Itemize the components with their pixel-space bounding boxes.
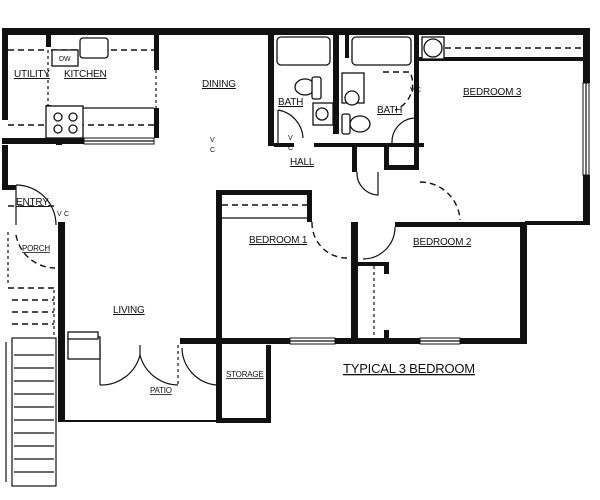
svg-text:C: C — [416, 87, 421, 94]
svg-text:C: C — [288, 145, 293, 152]
room-label-bedroom-3: BEDROOM 3 — [463, 87, 522, 98]
room-label-utility: UTILITY — [14, 69, 50, 80]
room-label-bedroom-2: BEDROOM 2 — [413, 237, 472, 248]
door-swing — [356, 171, 379, 196]
room-label-dining: DINING — [202, 79, 236, 90]
door-swing — [419, 181, 461, 221]
sink-icon — [79, 37, 109, 59]
storage-door-swing — [181, 347, 217, 386]
room-labels: UTILITY KITCHEN DINING BATH BATH BEDROOM… — [14, 69, 522, 395]
svg-text:V: V — [288, 135, 293, 142]
room-label-entry: ENTRY — [16, 197, 49, 208]
room-label-bath-1: BATH — [278, 97, 303, 108]
plan-title: TYPICAL 3 BEDROOM — [343, 361, 475, 376]
range-icon — [45, 105, 84, 139]
toilet-icon — [349, 115, 371, 133]
door-swing — [311, 221, 348, 259]
vc-marks: V C V C V C V C — [57, 87, 421, 218]
stairs — [5, 290, 101, 487]
svg-text:C: C — [64, 211, 69, 218]
room-label-porch: PORCH — [22, 244, 50, 253]
room-label-storage: STORAGE — [226, 370, 264, 379]
patio-door-swing — [99, 354, 141, 386]
svg-text:V: V — [210, 137, 215, 144]
room-label-patio: PATIO — [150, 386, 172, 395]
walls — [2, 28, 590, 423]
room-label-kitchen: KITCHEN — [64, 69, 107, 80]
bathtub-icon — [276, 36, 331, 66]
kitchen-fixtures: DW — [45, 37, 109, 139]
windows — [83, 82, 590, 345]
room-label-living: LIVING — [113, 305, 145, 316]
room-label-bath-2: BATH — [377, 105, 402, 116]
dishwasher-icon — [51, 49, 79, 67]
svg-text:C: C — [210, 147, 215, 154]
room-label-bedroom-1: BEDROOM 1 — [249, 235, 308, 246]
bath-fixtures — [276, 36, 445, 135]
svg-text:V: V — [410, 87, 415, 94]
bathtub-icon — [351, 36, 412, 66]
porch-swing — [15, 234, 56, 269]
room-label-hall: HALL — [290, 157, 315, 168]
door-swing — [277, 109, 304, 139]
patio-door-swing — [139, 354, 179, 386]
door-swing — [362, 226, 396, 260]
svg-text:V: V — [57, 211, 62, 218]
entry-door-swing — [15, 184, 57, 226]
svg-text:DW: DW — [59, 56, 71, 63]
door-swing — [391, 117, 416, 144]
ac-unit-icon — [67, 336, 101, 360]
